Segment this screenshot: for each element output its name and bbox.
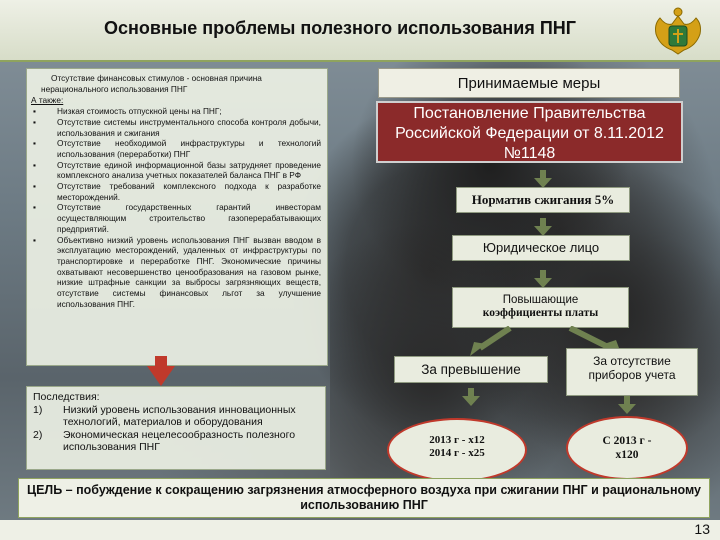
down-arrow-icon (462, 388, 480, 406)
item-text: Низкий уровень использования инновационн… (63, 403, 296, 429)
coat-of-arms-icon (655, 7, 701, 55)
coefficients-line-1: Повышающие (502, 294, 579, 306)
slide-title: Основные проблемы полезного использовани… (104, 18, 576, 38)
consequences-list: 1) Низкий уровень использования инноваци… (33, 404, 319, 454)
legal-entity-box: Юридическое лицо (452, 235, 630, 261)
page-number: 13 (694, 521, 710, 537)
no-meter-rate-line-1: С 2013 г - (602, 435, 652, 447)
coefficients-box: Повышающие коэффициенты платы (452, 287, 629, 328)
no-meter-rate-oval: С 2013 г - х120 (566, 416, 688, 480)
item-number: 1) (33, 403, 43, 416)
down-arrow-icon (534, 218, 552, 236)
list-item: Отсутствие требований комплексного подхо… (31, 181, 321, 202)
item-text: Экономическая нецелесообразность полезно… (63, 428, 296, 454)
list-item: Объективно низкий уровень использования … (31, 235, 321, 310)
also-label: А также: (31, 95, 64, 106)
problems-lead: Отсутствие финансовых стимулов - основна… (41, 73, 262, 94)
excess-rate-2013: 2013 г - х12 (429, 434, 485, 446)
norm-box: Норматив сжигания 5% (456, 187, 630, 213)
list-item: 1) Низкий уровень использования инноваци… (33, 404, 319, 429)
list-item: Низкая стоимость отпускной цены на ПНГ; (31, 106, 321, 117)
measures-heading: Принимаемые меры (378, 68, 680, 98)
list-item: Отсутствие единой информационной базы за… (31, 160, 321, 181)
down-arrow-icon (534, 270, 552, 288)
problems-list: Низкая стоимость отпускной цены на ПНГ; … (31, 106, 321, 309)
coefficients-line-2: коэффициенты платы (482, 307, 599, 319)
excess-rates-oval: 2013 г - х12 2014 г - х25 (387, 418, 527, 482)
list-item: Отсутствие государственных гарантий инве… (31, 202, 321, 234)
decree-box: Постановление Правительства Российской Ф… (376, 101, 683, 163)
down-arrow-icon (147, 356, 175, 386)
list-item: Отсутствие системы инструментального спо… (31, 117, 321, 138)
no-meter-rate-line-2: х120 (615, 449, 639, 461)
down-arrow-icon (618, 396, 636, 414)
consequences-title: Последствия: (33, 391, 100, 403)
down-arrow-icon (534, 170, 552, 188)
title-bar: Основные проблемы полезного использовани… (0, 0, 720, 62)
list-item: 2) Экономическая нецелесообразность поле… (33, 429, 319, 454)
consequences-panel: Последствия: 1) Низкий уровень использов… (26, 386, 326, 470)
excess-box: За превышение (394, 356, 548, 383)
branch-arrows-icon (470, 326, 622, 356)
footer-bar (0, 520, 720, 540)
goal-banner: ЦЕЛЬ – побуждение к сокращению загрязнен… (18, 478, 710, 518)
excess-rate-2014: 2014 г - х25 (429, 447, 485, 459)
problems-panel: Отсутствие финансовых стимулов - основна… (26, 68, 328, 366)
item-number: 2) (33, 428, 43, 441)
list-item: Отсутствие необходимой инфраструктуры и … (31, 138, 321, 159)
no-meters-box: За отсутствие приборов учета (566, 348, 698, 396)
